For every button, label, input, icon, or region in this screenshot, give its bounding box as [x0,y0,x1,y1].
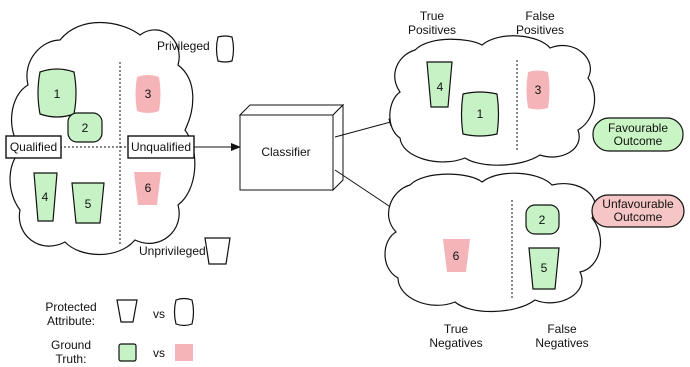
false-positives-label-2: Positives [516,23,564,37]
svg-text:Protected: Protected [45,300,96,314]
classifier-box: Classifier [238,103,345,192]
false-negatives-label-2: Negatives [535,336,588,350]
true-positives-label-1: True [420,9,445,23]
svg-text:Unfavourable: Unfavourable [602,197,674,211]
item-4-unprivileged-qualified: 4 [33,172,58,222]
svg-text:1: 1 [477,107,484,121]
item-6-unprivileged-unqualified: 6 [134,172,161,205]
tp-item-1: 1 [460,91,500,137]
fn-item-5: 5 [528,247,560,290]
false-negatives-label-1: False [547,322,577,336]
arrow-to-negative [334,169,399,213]
arrow-to-positive [334,118,399,138]
false-positives-label-1: False [525,9,555,23]
true-positives-label-2: Positives [408,23,456,37]
svg-text:vs: vs [153,307,165,321]
svg-text:vs: vs [153,346,165,360]
true-negatives-label-2: Negatives [429,336,482,350]
svg-text:4: 4 [437,80,444,94]
unqualified-box: Unqualified [127,135,195,159]
svg-text:5: 5 [541,261,548,275]
privileged-legend-icon [173,297,195,327]
privileged-shape-icon [215,35,235,63]
svg-text:Favourable: Favourable [608,121,668,135]
svg-text:3: 3 [145,87,152,101]
svg-text:Outcome: Outcome [614,134,663,148]
svg-text:Qualified: Qualified [10,140,57,154]
unprivileged-shape-icon [204,237,231,265]
item-2-privileged-qualified: 2 [67,112,103,143]
svg-text:3: 3 [535,83,542,97]
fp-item-3: 3 [526,70,550,110]
legend-protected-attribute: Protected Attribute: vs [45,297,195,328]
tp-item-4: 4 [426,61,453,108]
privileged-label: Privileged [157,39,210,53]
unqualified-legend-swatch [175,344,193,361]
svg-text:Unqualified: Unqualified [131,140,191,154]
unprivileged-legend-icon [116,299,138,323]
fn-item-2: 2 [525,204,560,235]
item-1-privileged-qualified: 1 [37,68,77,118]
svg-text:Ground: Ground [51,338,91,352]
svg-text:Truth:: Truth: [56,352,87,366]
tn-item-6: 6 [443,239,470,272]
svg-text:6: 6 [145,181,152,195]
favourable-outcome-badge: Favourable Outcome [592,117,684,152]
item-3-privileged-unqualified: 3 [135,75,161,113]
item-5-unprivileged-qualified: 5 [71,182,105,224]
qualified-box: Qualified [5,135,62,159]
svg-text:5: 5 [85,197,92,211]
svg-text:2: 2 [82,121,89,135]
legend-ground-truth: Ground Truth: vs [51,338,193,366]
svg-text:Classifier: Classifier [261,145,310,159]
svg-text:4: 4 [42,190,49,204]
unprivileged-label: Unprivileged [139,244,206,258]
unfavourable-outcome-badge: Unfavourable Outcome [591,194,685,228]
positive-cloud: 4 1 3 [389,35,596,166]
qualified-legend-swatch [118,343,137,362]
true-negatives-label-1: True [444,322,469,336]
svg-text:6: 6 [453,249,460,263]
svg-text:Outcome: Outcome [614,210,663,224]
svg-text:2: 2 [539,213,546,227]
population-cloud: 1 2 3 4 5 6 [9,21,196,256]
svg-text:1: 1 [54,87,61,101]
negative-cloud: 6 2 5 [384,172,602,313]
svg-text:Attribute:: Attribute: [47,314,95,328]
